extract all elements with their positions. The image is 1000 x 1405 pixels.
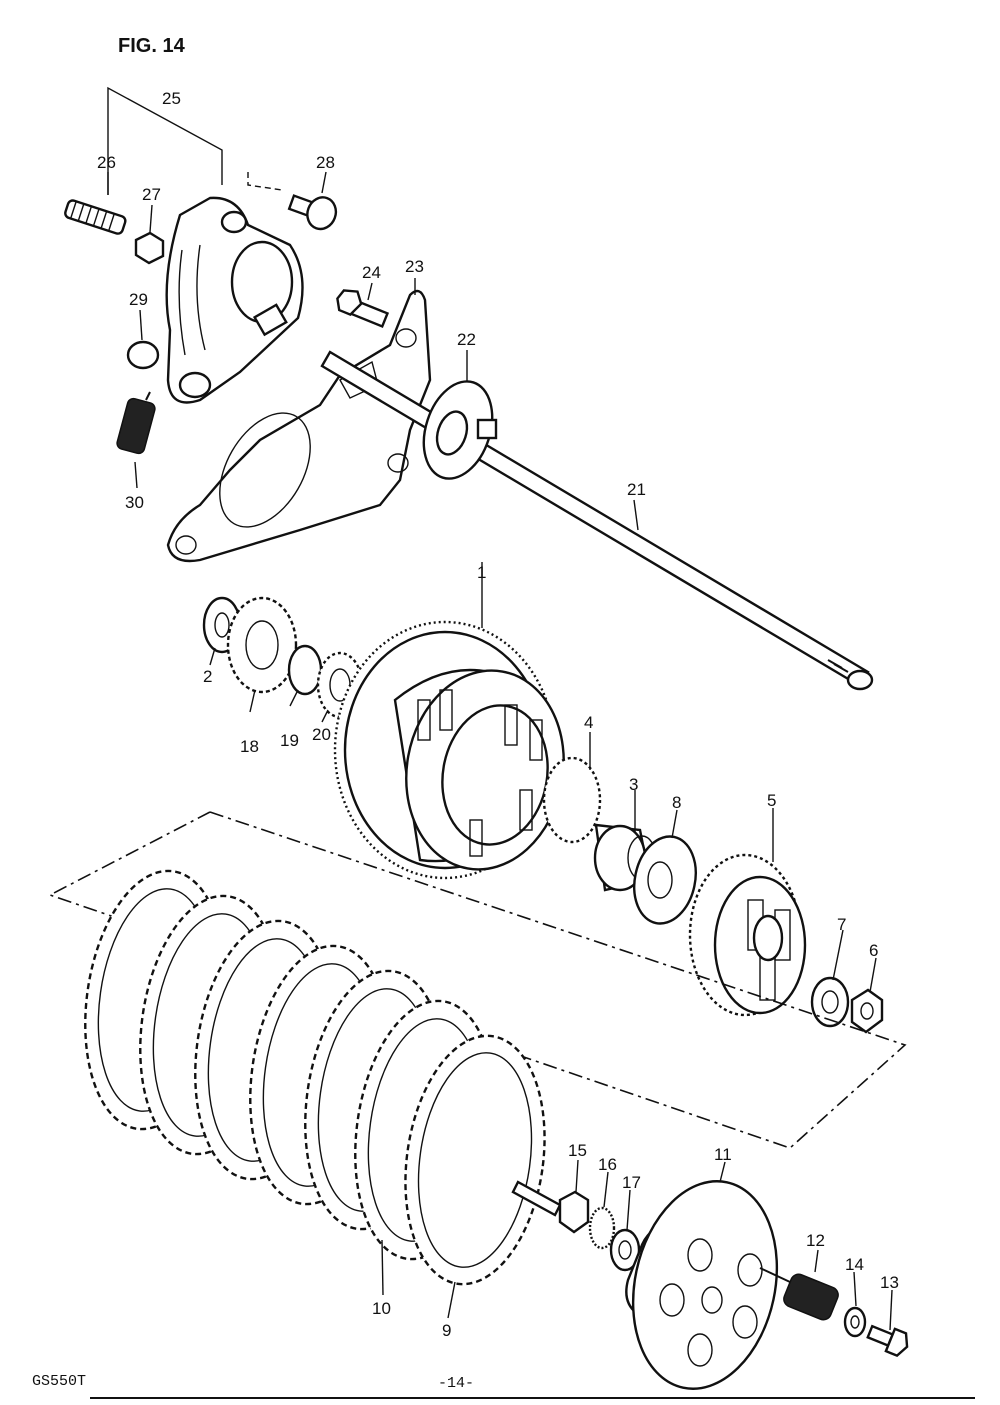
- page-number: -14-: [438, 1375, 474, 1392]
- clutch-housing-1: [333, 620, 565, 880]
- screw-28: [287, 194, 338, 231]
- part-labels: 1 2 3 4 5 6 7 8 9 10 11 12 13 14 15 16 1…: [97, 89, 899, 1340]
- part-label-14: 14: [845, 1255, 864, 1274]
- spring-12: [759, 1267, 839, 1321]
- bolt-24: [336, 289, 390, 328]
- model-code: GS550T: [32, 1373, 86, 1390]
- part-label-3: 3: [629, 775, 638, 794]
- release-rod-15: [511, 1180, 590, 1234]
- part-label-20: 20: [312, 725, 331, 744]
- washer-14: [843, 1306, 867, 1338]
- part-label-5: 5: [767, 791, 776, 810]
- part-label-6: 6: [869, 941, 878, 960]
- screw-26: [64, 199, 127, 235]
- bolt-13: [866, 1324, 909, 1358]
- part-label-27: 27: [142, 185, 161, 204]
- part-label-15: 15: [568, 1141, 587, 1160]
- part-label-19: 19: [280, 731, 299, 750]
- clutch-pack-boundary: [47, 811, 907, 1149]
- push-piece-22: [422, 380, 498, 480]
- bearing-16: [588, 1206, 616, 1250]
- part-label-10: 10: [372, 1299, 391, 1318]
- figure-title: FIG. 14: [118, 35, 186, 57]
- part-label-25: 25: [162, 89, 181, 108]
- part-label-22: 22: [457, 330, 476, 349]
- sleeve-hub-5: [688, 853, 807, 1017]
- part-label-17: 17: [622, 1173, 641, 1192]
- part-label-7: 7: [837, 915, 846, 934]
- bearing-4: [542, 756, 602, 844]
- part-label-28: 28: [316, 153, 335, 172]
- gear-18: [226, 596, 298, 694]
- part-label-13: 13: [880, 1273, 899, 1292]
- part-label-29: 29: [129, 290, 148, 309]
- part-label-24: 24: [362, 263, 381, 282]
- part-label-4: 4: [584, 713, 593, 732]
- part-label-1: 1: [477, 563, 486, 582]
- spring-30: [116, 391, 156, 455]
- part-label-12: 12: [806, 1231, 825, 1250]
- part-label-21: 21: [627, 480, 646, 499]
- nut-27: [134, 231, 165, 265]
- pressure-plate-11: [625, 1180, 779, 1390]
- release-bracket-group: [64, 86, 338, 455]
- group-bracket-25: [107, 86, 223, 195]
- lock-washer-7: [810, 976, 850, 1028]
- part-label-2: 2: [203, 667, 212, 686]
- nut-6: [850, 988, 884, 1034]
- part-label-18: 18: [240, 737, 259, 756]
- part-label-9: 9: [442, 1321, 451, 1340]
- part-label-8: 8: [672, 793, 681, 812]
- cap-29: [126, 340, 160, 370]
- part-label-11: 11: [714, 1145, 732, 1164]
- spacer-19: [287, 644, 323, 696]
- part-label-16: 16: [598, 1155, 617, 1174]
- leader-lines: [107, 171, 893, 1331]
- group-bracket-28: [247, 172, 283, 191]
- part-label-30: 30: [125, 493, 144, 512]
- part-label-23: 23: [405, 257, 424, 276]
- thrust-washer-8: [633, 835, 697, 925]
- clutch-plates-stack: [84, 869, 546, 1286]
- part-label-26: 26: [97, 153, 116, 172]
